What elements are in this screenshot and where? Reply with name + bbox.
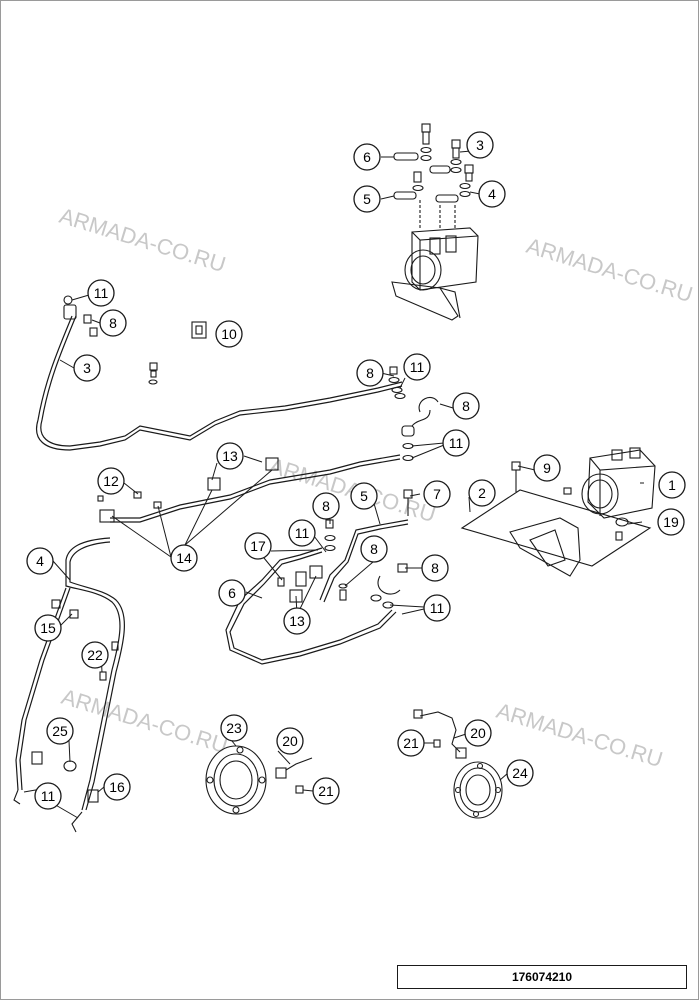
watermark-text: ARMADA-CO.RU xyxy=(59,684,231,758)
callout-14: 14 xyxy=(170,544,198,572)
svg-text:23: 23 xyxy=(226,720,242,736)
svg-text:22: 22 xyxy=(87,647,103,663)
svg-text:7: 7 xyxy=(433,486,441,502)
callout-8: 8 xyxy=(421,554,449,582)
callout-10: 10 xyxy=(215,320,243,348)
callout-24: 24 xyxy=(506,759,534,787)
callout-8: 8 xyxy=(356,359,384,387)
rear-tone-ring xyxy=(453,761,503,819)
svg-text:3: 3 xyxy=(476,137,484,153)
svg-text:20: 20 xyxy=(470,725,486,741)
callout-4: 4 xyxy=(478,180,506,208)
abs-modulator-right-assembly xyxy=(460,447,656,577)
svg-text:8: 8 xyxy=(462,398,470,414)
abs-modulator-top-assembly xyxy=(391,123,479,321)
svg-text:24: 24 xyxy=(512,765,528,781)
callout-16: 16 xyxy=(103,773,131,801)
callout-2: 2 xyxy=(468,479,496,507)
svg-text:10: 10 xyxy=(221,326,237,342)
callout-19: 19 xyxy=(657,508,685,536)
svg-text:5: 5 xyxy=(363,191,371,207)
part-callouts: 6 3 5 4 11 8 10 3 8 11 8 11 13 9 1 12 2 … xyxy=(26,131,686,810)
callout-5: 5 xyxy=(353,185,381,213)
svg-text:13: 13 xyxy=(289,613,305,629)
svg-text:1: 1 xyxy=(668,477,676,493)
front-tone-ring xyxy=(205,745,267,815)
svg-text:21: 21 xyxy=(318,783,334,799)
watermark-text: ARMADA-CO.RU xyxy=(57,203,229,277)
callout-11: 11 xyxy=(442,429,470,457)
callout-11: 11 xyxy=(87,279,115,307)
svg-text:21: 21 xyxy=(403,735,419,751)
callout-11: 11 xyxy=(423,594,451,622)
callout-12: 12 xyxy=(97,467,125,495)
svg-text:9: 9 xyxy=(543,460,551,476)
svg-text:19: 19 xyxy=(663,514,679,530)
callout-7: 7 xyxy=(423,480,451,508)
callout-8: 8 xyxy=(360,535,388,563)
svg-text:8: 8 xyxy=(370,541,378,557)
svg-text:8: 8 xyxy=(322,498,330,514)
svg-text:11: 11 xyxy=(430,600,445,616)
svg-text:5: 5 xyxy=(360,488,368,504)
callout-21: 21 xyxy=(312,777,340,805)
svg-text:8: 8 xyxy=(431,560,439,576)
svg-text:14: 14 xyxy=(176,550,192,566)
svg-text:17: 17 xyxy=(250,538,266,554)
callout-15: 15 xyxy=(34,614,62,642)
svg-text:20: 20 xyxy=(282,733,298,749)
callout-13: 13 xyxy=(283,607,311,635)
svg-text:8: 8 xyxy=(366,365,374,381)
callout-9: 9 xyxy=(533,454,561,482)
svg-text:11: 11 xyxy=(41,788,56,804)
svg-text:11: 11 xyxy=(94,285,109,301)
svg-text:8: 8 xyxy=(109,315,117,331)
svg-text:15: 15 xyxy=(40,620,56,636)
watermark-text: ARMADA-CO.RU xyxy=(524,233,696,307)
svg-text:11: 11 xyxy=(410,359,425,375)
callout-17: 17 xyxy=(244,532,272,560)
callout-5: 5 xyxy=(350,482,378,510)
callout-6: 6 xyxy=(353,143,381,171)
svg-text:4: 4 xyxy=(36,553,44,569)
callout-11: 11 xyxy=(288,519,316,547)
callout-3: 3 xyxy=(466,131,494,159)
callout-1: 1 xyxy=(658,471,686,499)
svg-text:13: 13 xyxy=(222,448,238,464)
callout-6: 6 xyxy=(218,579,246,607)
callout-8: 8 xyxy=(452,392,480,420)
callout-4: 4 xyxy=(26,547,54,575)
callout-13: 13 xyxy=(216,442,244,470)
small-hardware xyxy=(13,321,439,833)
wheel-speed-sensors xyxy=(205,709,503,819)
callout-8: 8 xyxy=(312,492,340,520)
leader-lines xyxy=(23,150,644,819)
drawing-reference-number: 176074210 xyxy=(397,965,687,989)
callout-20: 20 xyxy=(464,719,492,747)
svg-text:16: 16 xyxy=(109,779,125,795)
callout-21: 21 xyxy=(397,729,425,757)
svg-text:4: 4 xyxy=(488,186,496,202)
callout-8: 8 xyxy=(99,309,127,337)
callout-22: 22 xyxy=(81,641,109,669)
svg-text:3: 3 xyxy=(83,360,91,376)
callout-3: 3 xyxy=(73,354,101,382)
svg-text:6: 6 xyxy=(363,149,371,165)
svg-text:25: 25 xyxy=(52,723,68,739)
callout-25: 25 xyxy=(46,717,74,745)
svg-text:11: 11 xyxy=(295,525,310,541)
callout-11: 11 xyxy=(34,782,62,810)
callout-11: 11 xyxy=(403,353,431,381)
callout-20: 20 xyxy=(276,727,304,755)
svg-text:6: 6 xyxy=(228,585,236,601)
svg-text:11: 11 xyxy=(449,435,464,451)
svg-text:2: 2 xyxy=(478,485,486,501)
brake-line-routing xyxy=(15,295,409,811)
svg-text:12: 12 xyxy=(103,473,119,489)
callout-23: 23 xyxy=(220,714,248,742)
